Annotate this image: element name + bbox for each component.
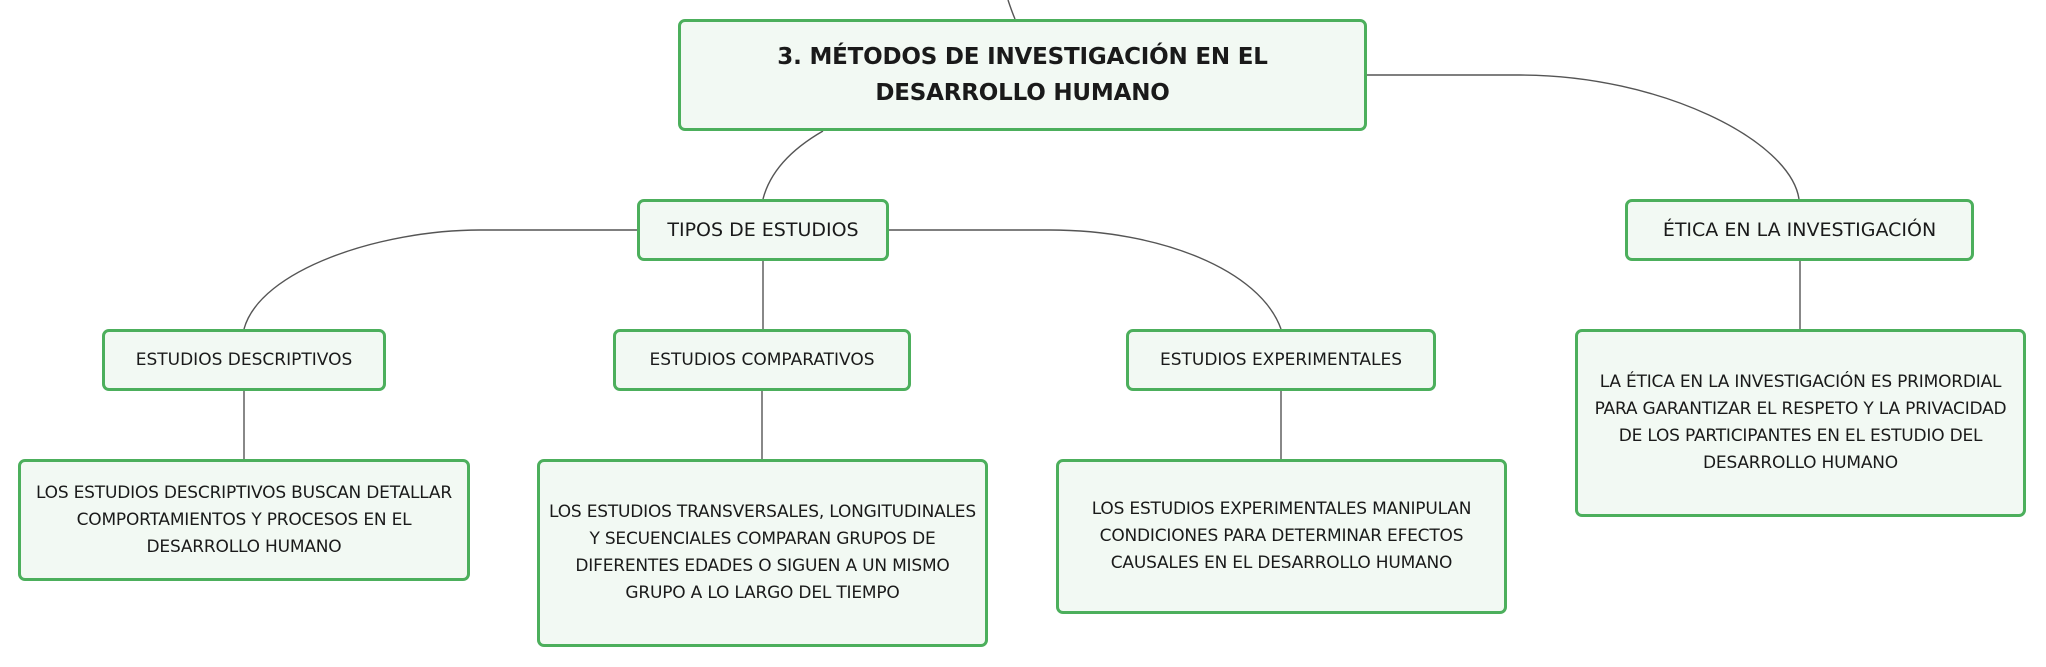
tipos-de-estudios-label: TIPOS DE ESTUDIOS (667, 219, 859, 241)
estudios-descriptivos-label: ESTUDIOS DESCRIPTIVOS (135, 350, 353, 370)
comparativos-detail-node[interactable]: LOS ESTUDIOS TRANSVERSALES, LONGITUDINAL… (537, 459, 988, 647)
experimentales-detail-text: LOS ESTUDIOS EXPERIMENTALES MANIPULAN CO… (1091, 499, 1472, 573)
connector-tipos-to-descriptivos (243, 229, 637, 330)
experimentales-detail-node[interactable]: LOS ESTUDIOS EXPERIMENTALES MANIPULAN CO… (1056, 459, 1507, 614)
estudios-descriptivos-node[interactable]: ESTUDIOS DESCRIPTIVOS (102, 329, 386, 391)
etica-detail-text: LA ÉTICA EN LA INVESTIGACIÓN ES PRIMORDI… (1594, 372, 2007, 473)
etica-investigacion-node[interactable]: ÉTICA EN LA INVESTIGACIÓN (1625, 199, 1974, 261)
connector-parent-to-central (1007, 0, 1016, 20)
etica-detail-node[interactable]: LA ÉTICA EN LA INVESTIGACIÓN ES PRIMORDI… (1575, 329, 2026, 517)
central-topic-node[interactable]: 3. MÉTODOS DE INVESTIGACIÓN EN EL DESARR… (678, 19, 1367, 131)
connector-central-to-etica (1367, 74, 1800, 200)
comparativos-detail-text: LOS ESTUDIOS TRANSVERSALES, LONGITUDINAL… (549, 502, 976, 603)
descriptivos-detail-text: LOS ESTUDIOS DESCRIPTIVOS BUSCAN DETALLA… (36, 482, 452, 557)
estudios-comparativos-node[interactable]: ESTUDIOS COMPARATIVOS (613, 329, 911, 391)
estudios-experimentales-node[interactable]: ESTUDIOS EXPERIMENTALES (1126, 329, 1436, 391)
estudios-experimentales-label: ESTUDIOS EXPERIMENTALES (1159, 350, 1403, 370)
descriptivos-detail-node[interactable]: LOS ESTUDIOS DESCRIPTIVOS BUSCAN DETALLA… (18, 459, 470, 581)
central-topic-label: 3. MÉTODOS DE INVESTIGACIÓN EN EL DESARR… (777, 44, 1268, 106)
connector-tipos-to-experimentales (889, 229, 1282, 330)
connector-central-to-tipos (762, 130, 824, 200)
estudios-comparativos-label: ESTUDIOS COMPARATIVOS (649, 350, 875, 370)
tipos-de-estudios-node[interactable]: TIPOS DE ESTUDIOS (637, 199, 889, 261)
etica-investigacion-label: ÉTICA EN LA INVESTIGACIÓN (1662, 219, 1937, 241)
